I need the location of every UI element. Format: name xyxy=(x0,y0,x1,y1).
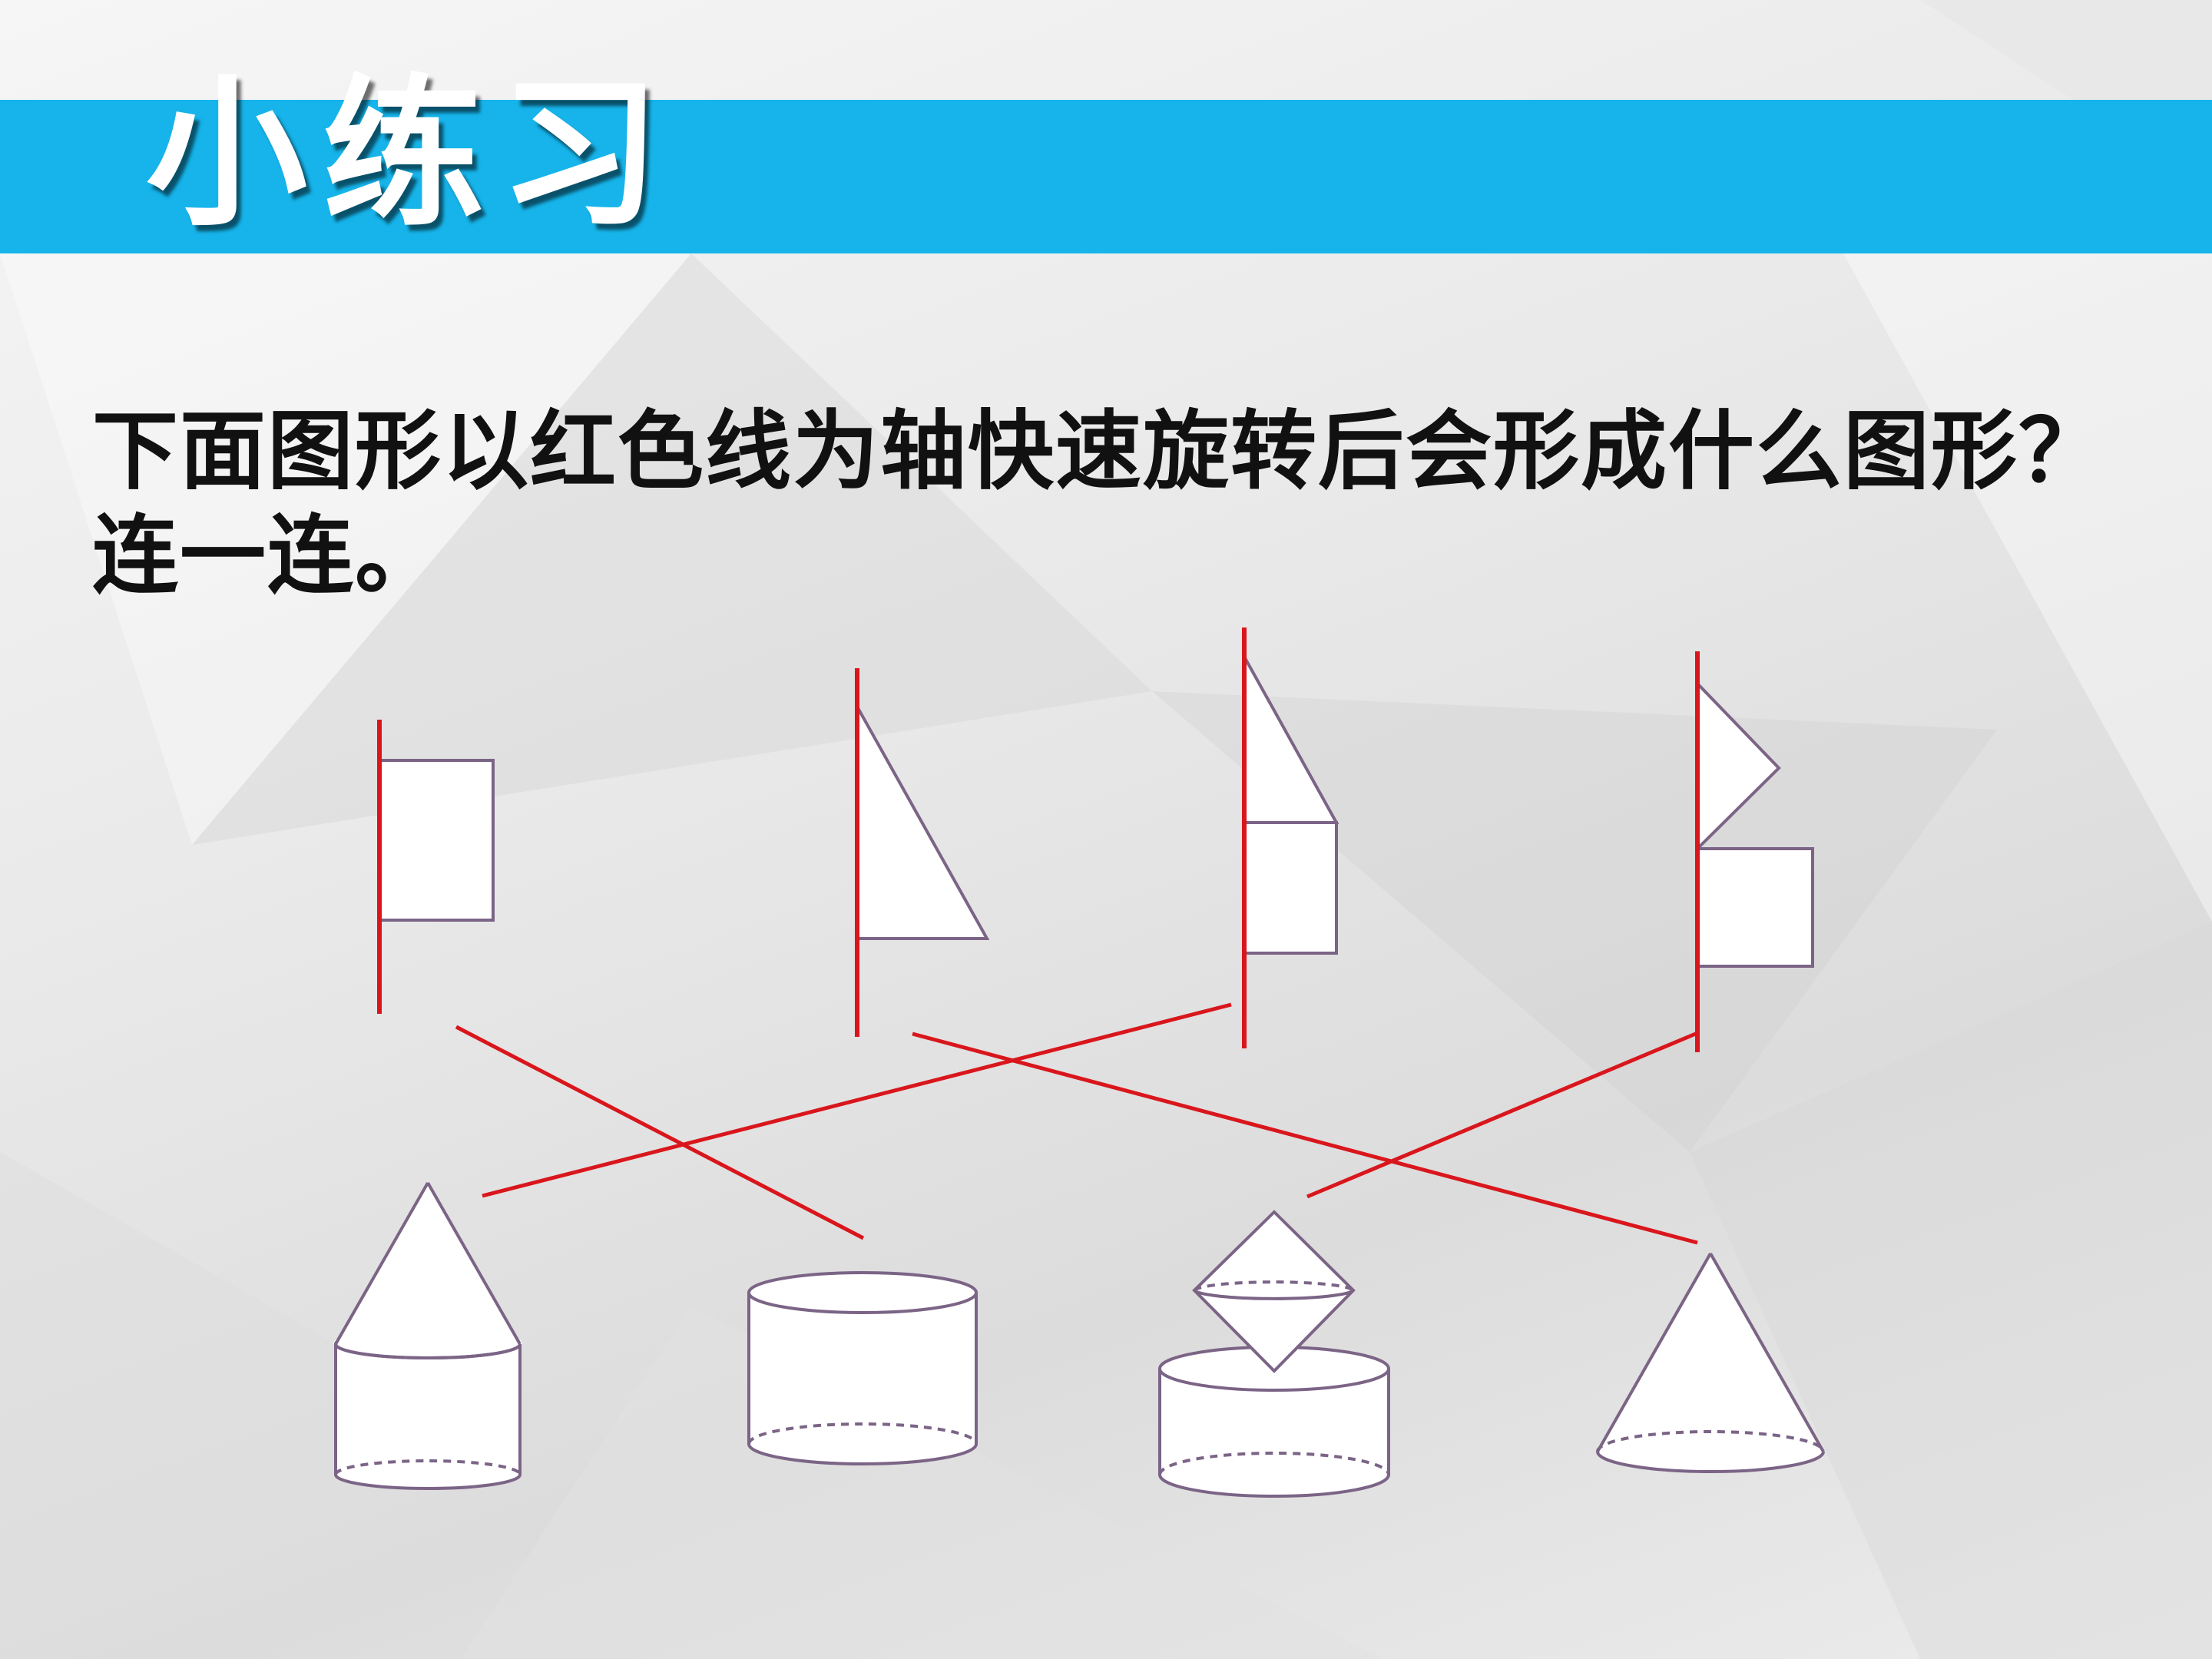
slide-title: 小练习 xyxy=(146,60,677,248)
connector-rectangle-to-cylinder xyxy=(455,1025,865,1240)
shape-triangle-over-rectangle-on-axis xyxy=(1242,628,1339,1048)
connector-lines xyxy=(455,1002,1698,1245)
connector-offset-composite-to-double-cone-cylinder xyxy=(1306,1031,1698,1199)
connector-composite-to-cone-cylinder xyxy=(482,1002,1232,1198)
solid-cone-on-cylinder xyxy=(333,1182,522,1490)
shape-right-triangle-on-axis xyxy=(855,668,990,1037)
question-line-2: 连一连。 xyxy=(92,506,442,606)
question-line-1: 下面图形以红色线为轴快速旋转后会形成什么图形？ xyxy=(92,402,2106,502)
solid-cylinder xyxy=(747,1271,978,1465)
shape-rectangle-on-axis xyxy=(377,720,495,1014)
title-bar xyxy=(0,100,2212,253)
shape-triangle-over-rectangle-offset-on-axis xyxy=(1695,651,1814,1052)
solid-double-cone-over-cylinder xyxy=(1158,1210,1390,1498)
solid-cone xyxy=(1596,1253,1825,1473)
connector-triangle-to-cone xyxy=(912,1031,1698,1245)
question-text: 下面图形以红色线为轴快速旋转后会形成什么图形？ 连一连。 xyxy=(92,399,2197,608)
